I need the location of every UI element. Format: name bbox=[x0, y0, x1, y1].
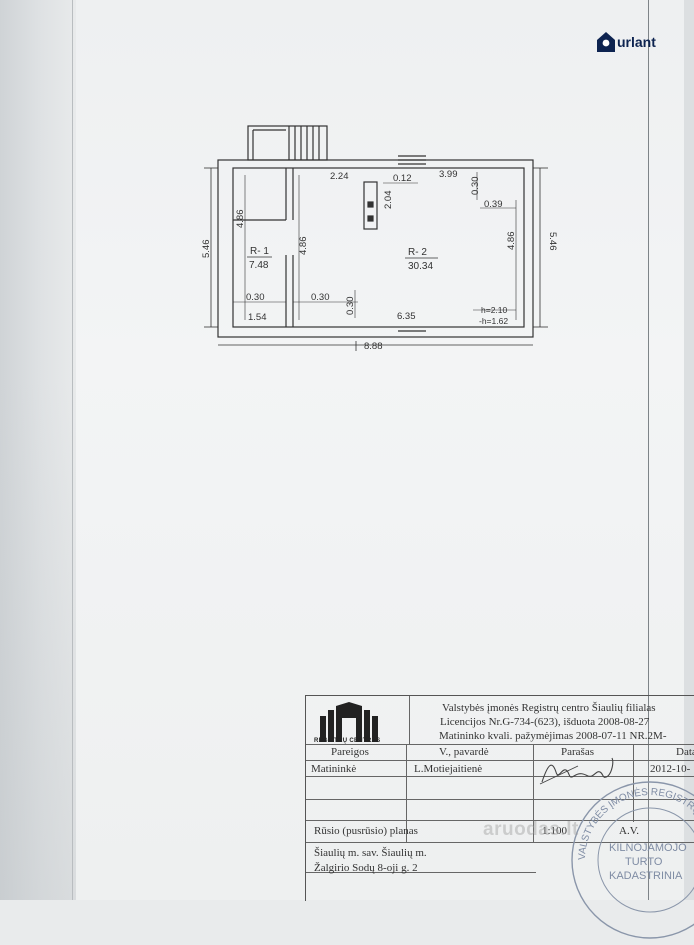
height-main: h=2.10 bbox=[481, 305, 508, 315]
dim-399: 3.99 bbox=[439, 169, 458, 180]
page-frame-line bbox=[648, 0, 649, 900]
staircase bbox=[247, 125, 328, 161]
room-r1-code: R- 1 bbox=[250, 246, 269, 257]
av-label: A.V. bbox=[619, 825, 639, 837]
stamp-line-3: KADASTRINIA bbox=[609, 870, 683, 882]
address-line-2: Žalgirio Sodų 8-oji g. 2 bbox=[314, 862, 418, 874]
dim-030-r2: 0.30 bbox=[311, 292, 330, 303]
address-line-1: Šiaulių m. sav. Šiaulių m. bbox=[314, 847, 427, 859]
header-vardas: V., pavardė bbox=[439, 746, 489, 758]
row1-pareigos: Matininkė bbox=[311, 763, 357, 775]
outer-wall-outer bbox=[217, 159, 534, 338]
page-edge bbox=[684, 0, 694, 900]
dim-030-r1: 0.30 bbox=[246, 292, 265, 303]
outer-wall-inner bbox=[232, 167, 525, 328]
house-pin-icon bbox=[597, 32, 615, 52]
floor-plan: R- 1 7.48 R- 2 30.34 2.24 0.12 3.99 0.30… bbox=[201, 125, 558, 352]
row1-vardas: L.Motiejaitienė bbox=[414, 763, 483, 775]
org-line-1: Valstybės įmonės Registrų centro Šiaulių… bbox=[442, 702, 656, 714]
dim-888: 8.88 bbox=[364, 341, 383, 352]
org-line-3: Matininko kvali. pažymėjimas 2008-07-11 … bbox=[439, 730, 667, 742]
dim-546-right: 5.46 bbox=[547, 232, 558, 251]
binding-shadow bbox=[0, 380, 76, 900]
dim-030-vert: 0.30 bbox=[345, 297, 356, 316]
chimney bbox=[363, 181, 378, 230]
official-stamp: VALSTYBĖS ĮMONĖS REGISTRŲ KILNOJAMOJO TU… bbox=[571, 781, 694, 939]
scale: 1:100 bbox=[542, 825, 568, 837]
dim-224: 2.24 bbox=[330, 171, 349, 182]
dim-546-left: 5.46 bbox=[201, 240, 212, 259]
dim-486-mid: 4.86 bbox=[298, 237, 309, 256]
height-sub: -h=1.62 bbox=[479, 316, 508, 326]
signature bbox=[539, 757, 614, 785]
room-r2-area: 30.34 bbox=[408, 261, 433, 272]
page-binding bbox=[0, 0, 76, 900]
plan-name: Rūsio (pusrūsio) planas bbox=[314, 825, 418, 837]
room-r1-area: 7.48 bbox=[249, 260, 269, 271]
dim-635: 6.35 bbox=[397, 311, 416, 322]
stamp-line-2: TURTO bbox=[625, 856, 663, 868]
dim-486-right: 4.86 bbox=[506, 232, 517, 251]
stamp-line-1: KILNOJAMOJO bbox=[609, 842, 687, 854]
room-r2-code: R- 2 bbox=[408, 247, 427, 258]
dim-012: 0.12 bbox=[393, 173, 412, 184]
title-block: REGISTRŲ CENTRAS Valstybės įmonės Regist… bbox=[305, 695, 694, 901]
dim-030-top: 0.30 bbox=[470, 177, 481, 196]
dim-039: 0.39 bbox=[484, 199, 503, 210]
binding-edge bbox=[72, 0, 73, 900]
logo-text: urlant bbox=[617, 34, 656, 50]
urlant-logo: urlant bbox=[596, 30, 656, 54]
org-line-2: Licencijos Nr.G-734-(623), išduota 2008-… bbox=[440, 716, 650, 728]
document-page bbox=[0, 0, 694, 900]
dim-154: 1.54 bbox=[248, 312, 267, 323]
row1-data: 2012-10- bbox=[650, 763, 691, 775]
header-parasas: Parašas bbox=[561, 746, 594, 758]
dim-204: 2.04 bbox=[383, 191, 394, 210]
dim-486-left: 4.86 bbox=[235, 210, 246, 229]
header-data: Data bbox=[676, 746, 694, 758]
aruodas-watermark: aruodas.lt bbox=[483, 819, 579, 840]
header-pareigos: Pareigos bbox=[331, 746, 369, 758]
registru-centras-logo bbox=[320, 702, 378, 742]
logo-caption: REGISTRŲ CENTRAS bbox=[314, 738, 381, 744]
